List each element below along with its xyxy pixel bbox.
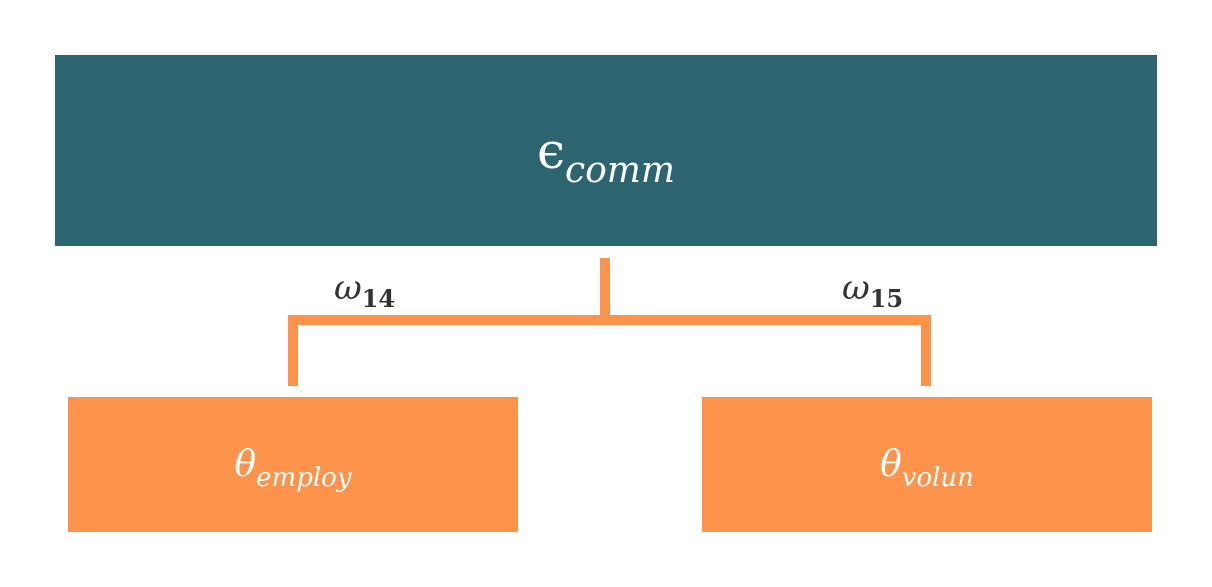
child-employ-label: θemploy: [234, 444, 351, 493]
child-volun-subscript: volun: [901, 463, 974, 493]
edge-left-symbol: ω: [334, 268, 362, 308]
edge-right-symbol: ω: [842, 268, 870, 308]
parent-node: ϵcomm: [55, 55, 1157, 246]
parent-label: ϵcomm: [536, 121, 675, 191]
child-volun-symbol: θ: [880, 444, 902, 485]
child-employ-subscript: employ: [256, 463, 352, 493]
child-volun-label: θvolun: [880, 444, 974, 493]
edge-label-right: ω15: [842, 268, 903, 313]
parent-subscript: comm: [564, 149, 676, 191]
child-node-volun: θvolun: [702, 397, 1152, 532]
edge-left-subscript: 14: [361, 284, 396, 313]
edge-right-subscript: 15: [869, 284, 904, 313]
edge-label-left: ω14: [334, 268, 395, 313]
child-node-employ: θemploy: [68, 397, 518, 532]
parent-symbol: ϵ: [536, 121, 565, 180]
child-employ-symbol: θ: [234, 444, 257, 485]
